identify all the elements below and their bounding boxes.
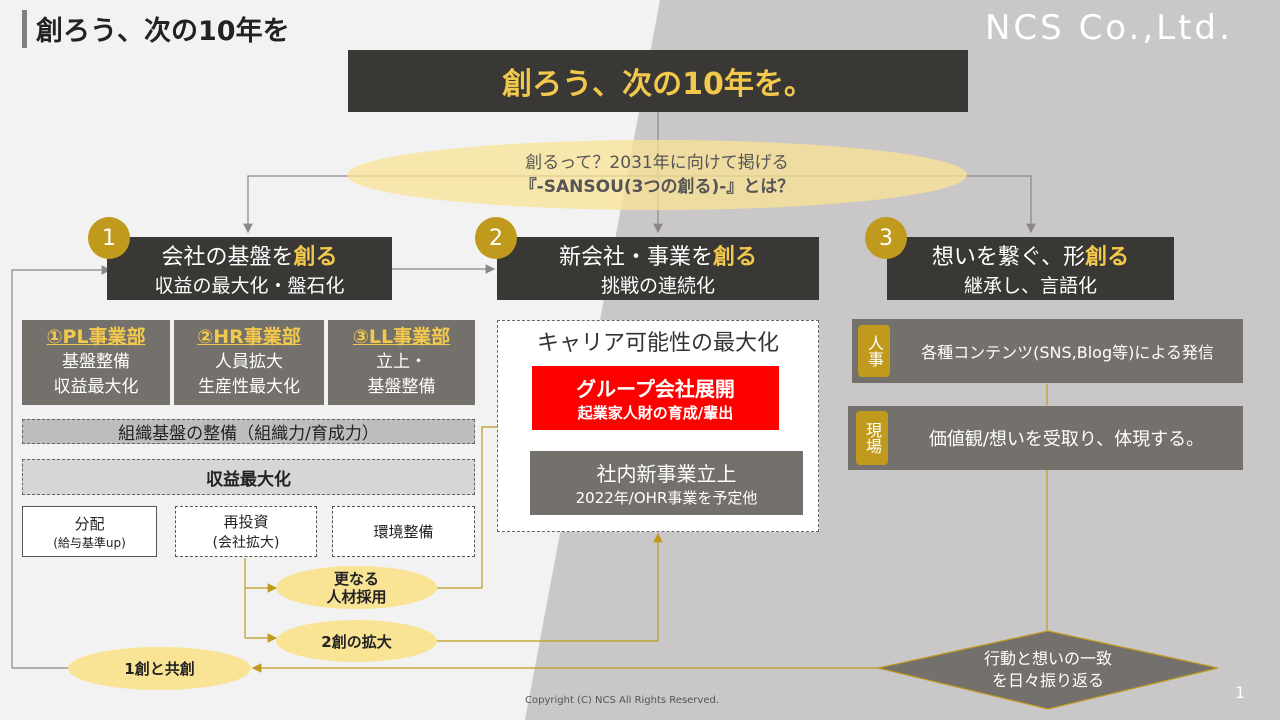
division-pl: ①PL事業部 基盤整備 収益最大化 [22,320,170,405]
alloc-reinvest-note: (会社拡大) [212,535,280,551]
hr-row: 人事 各種コンテンツ(SNS,Blog等)による発信 [852,319,1243,383]
pill-recruit-line-1: 更なる [333,569,379,588]
question-line-2: 『-SANSOU(3つの創る)-』とは？ [519,177,795,197]
division-ll: ③LL事業部 立上・ 基盤整備 [328,320,475,405]
pill-recruit-line-2: 人材採用 [326,587,387,606]
division-ll-line-2: 基盤整備 [367,377,436,397]
pillar-3-emphasis: 創る [1085,245,1130,270]
alloc-environment-label: 環境整備 [373,523,434,541]
division-hr-line-2: 生産性最大化 [198,377,300,397]
page-number: 1 [1235,683,1246,702]
alloc-reinvest: 再投資 (会社拡大) [175,506,317,557]
career-title: キャリア可能性の最大化 [536,331,779,356]
pillar-2-number: 2 [475,217,517,259]
division-hr-name: ②HR事業部 [197,326,301,348]
pillar-1-title: 会社の基盤を [161,245,294,270]
org-base-bar: 組織基盤の整備（組織力/育成力） [22,419,475,444]
division-ll-name: ③LL事業部 [352,326,451,348]
hr-text: 各種コンテンツ(SNS,Blog等)による発信 [921,343,1214,362]
division-hr: ②HR事業部 人員拡大 生産性最大化 [174,320,324,405]
reflection-line-2: を日々振り返る [991,671,1104,690]
pillar-3-number: 3 [865,217,907,259]
alloc-distribution-label: 分配 [74,514,105,533]
alloc-environment: 環境整備 [332,506,475,557]
company-logo: NCS Co.,Ltd. [985,8,1233,48]
alloc-distribution-note: (給与基準up) [53,535,126,550]
pillar-1-box: 会社の基盤を創る 収益の最大化・盤石化 [107,237,392,300]
pillar-3-box: 想いを繋ぐ、形創る 継承し、言語化 [887,237,1174,300]
pillar-1-emphasis: 創る [293,245,338,270]
division-pl-line-1: 基盤整備 [62,352,130,372]
group-company-box: グループ会社展開 起業家人財の育成/輩出 [532,366,779,430]
group-company-subtitle: 起業家人財の育成/輩出 [577,404,734,422]
field-row: 現場 価値観/想いを受取り、体現する。 [848,406,1243,470]
hr-tag: 人事 [858,325,890,377]
pillar-3-subtitle: 継承し、言語化 [963,275,1097,297]
internal-venture-title: 社内新事業立上 [596,462,737,486]
reflection-text: 行動と想いの一致 を日々振り返る [877,640,1219,700]
pill-cocreate: 1創と共創 [68,647,251,690]
pillar-2-emphasis: 創る [713,245,758,270]
pillar-2-title: 新会社・事業を [558,245,713,270]
pillar-1-subtitle: 収益の最大化・盤石化 [154,275,345,297]
group-company-title: グループ会社展開 [576,377,735,401]
pillar-2-box: 新会社・事業を創る 挑戦の連続化 [497,237,819,300]
division-pl-line-2: 収益最大化 [53,377,139,397]
pill-recruit: 更なる 人材採用 [276,566,437,609]
internal-venture-box: 社内新事業立上 2022年/OHR事業を予定他 [530,451,803,515]
pill-expand-2: 2創の拡大 [276,620,437,662]
question-ellipse: 創るって？2031年に向けて掲げる 『-SANSOU(3つの創る)-』とは？ [347,140,967,210]
pillar-3-title: 想いを繋ぐ、形 [931,245,1086,270]
question-line-1: 創るって？2031年に向けて掲げる [525,153,789,173]
division-hr-line-1: 人員拡大 [215,352,283,372]
reflection-diamond [877,630,1219,710]
alloc-distribution: 分配 (給与基準up) [22,506,157,557]
copyright: Copyright (C) NCS All Rights Reserved. [525,695,720,706]
reflection-line-1: 行動と想いの一致 [983,649,1112,668]
title-accent-bar [22,10,27,48]
field-text: 価値観/想いを受取り、体現する。 [928,429,1205,450]
slide-title: 創ろう、次の10年を [36,16,290,47]
pillar-2-subtitle: 挑戦の連続化 [600,275,715,297]
pillar-1-number: 1 [88,217,130,259]
profit-max-bar: 収益最大化 [22,459,475,495]
division-ll-line-1: 立上・ [376,352,427,372]
internal-venture-subtitle: 2022年/OHR事業を予定他 [575,489,758,507]
alloc-reinvest-label: 再投資 [223,513,269,531]
division-pl-name: ①PL事業部 [46,326,146,348]
main-banner: 創ろう、次の10年を。 [348,50,968,112]
field-tag: 現場 [856,411,888,465]
